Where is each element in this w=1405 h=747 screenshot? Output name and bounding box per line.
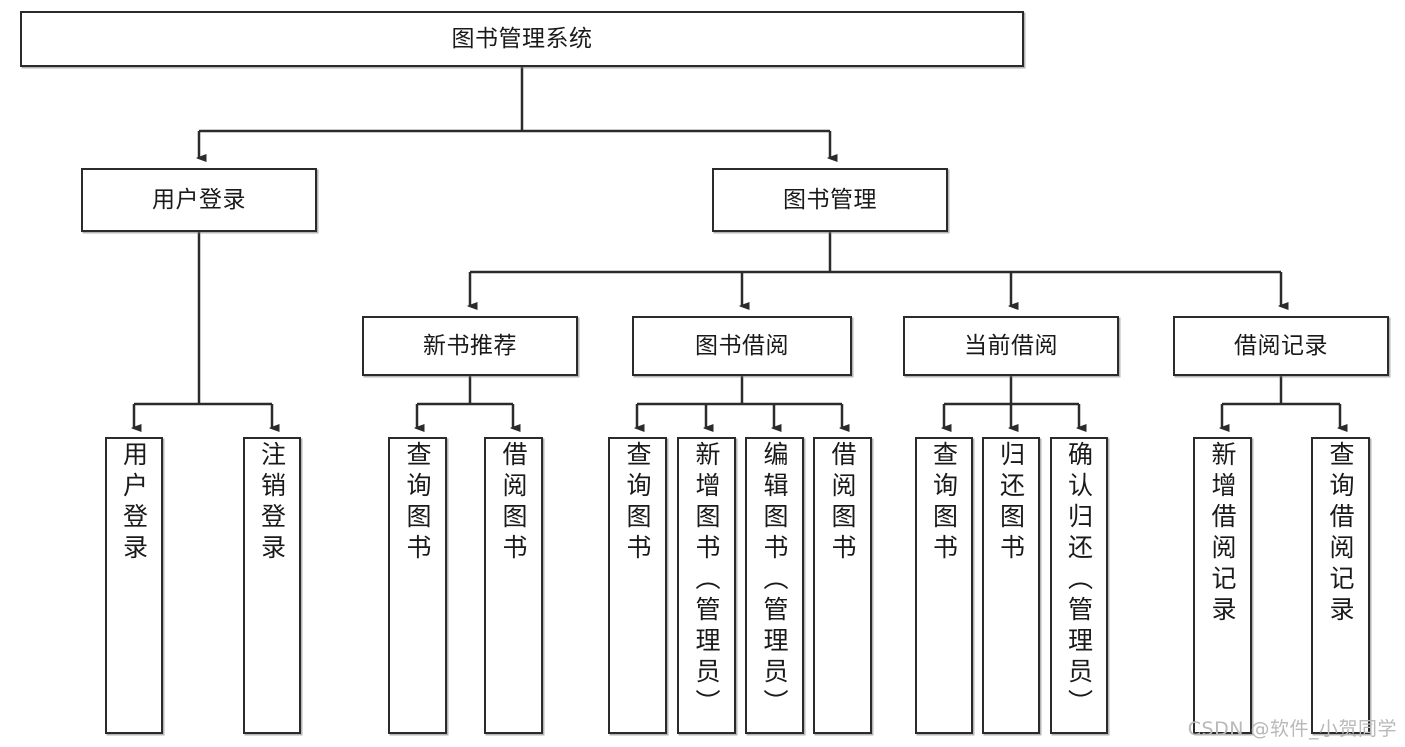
node-label: 图书借阅 bbox=[695, 332, 789, 359]
leaf-add-book-admin[interactable]: 新增图书（管理员） bbox=[677, 437, 736, 734]
node-borrowing-records[interactable]: 借阅记录 bbox=[1173, 316, 1389, 376]
node-label: 图书管理 bbox=[783, 186, 877, 213]
leaf-return-book[interactable]: 归还图书 bbox=[982, 437, 1040, 734]
node-new-book-recommendation[interactable]: 新书推荐 bbox=[362, 316, 578, 376]
edges-book-manage-to-level3 bbox=[470, 232, 1281, 306]
node-label: 归还图书 bbox=[996, 441, 1026, 565]
node-label: 新书推荐 bbox=[423, 332, 517, 359]
node-label: 查询借阅记录 bbox=[1326, 441, 1355, 627]
leaf-edit-book-admin[interactable]: 编辑图书（管理员） bbox=[745, 437, 804, 734]
leaf-query-borrowing-record[interactable]: 查询借阅记录 bbox=[1311, 437, 1370, 734]
csdn-watermark: CSDN @软件_小贺同学 bbox=[1187, 718, 1397, 740]
node-label: 查询图书 bbox=[929, 441, 959, 565]
node-label: 确认归还（管理员） bbox=[1064, 441, 1094, 720]
edges-new-book-rec-to-leaves bbox=[417, 376, 513, 428]
node-label: 查询图书 bbox=[623, 441, 652, 565]
leaf-borrow-book-recommendation[interactable]: 借阅图书 bbox=[484, 437, 543, 734]
node-label: 查询图书 bbox=[403, 441, 432, 565]
leaf-borrow-book[interactable]: 借阅图书 bbox=[813, 437, 872, 734]
leaf-add-borrowing-record[interactable]: 新增借阅记录 bbox=[1193, 437, 1252, 734]
edges-root-to-level2 bbox=[199, 67, 830, 158]
node-user-login[interactable]: 用户登录 bbox=[81, 168, 317, 232]
node-label: 新增借阅记录 bbox=[1208, 441, 1237, 627]
edges-current-borrow-to-leaves bbox=[944, 376, 1079, 428]
edges-user-login-to-leaves bbox=[134, 232, 272, 428]
leaf-query-book-recommendation[interactable]: 查询图书 bbox=[388, 437, 447, 734]
leaf-query-book-borrowing[interactable]: 查询图书 bbox=[608, 437, 667, 734]
node-label: 编辑图书（管理员） bbox=[760, 441, 789, 720]
leaf-logout-login[interactable]: 注销登录 bbox=[243, 437, 301, 734]
node-label: 借阅图书 bbox=[828, 441, 857, 565]
node-label: 借阅记录 bbox=[1234, 332, 1328, 359]
leaf-confirm-return-admin[interactable]: 确认归还（管理员） bbox=[1050, 437, 1108, 734]
leaf-user-login[interactable]: 用户登录 bbox=[105, 437, 163, 734]
node-label: 图书管理系统 bbox=[451, 25, 593, 52]
edges-borrow-record-to-leaves bbox=[1222, 376, 1340, 428]
edges-book-borrow-to-leaves bbox=[637, 376, 842, 428]
node-current-borrowing[interactable]: 当前借阅 bbox=[903, 316, 1119, 376]
node-label: 借阅图书 bbox=[499, 441, 528, 565]
node-book-management[interactable]: 图书管理 bbox=[712, 168, 948, 232]
node-label: 当前借阅 bbox=[964, 332, 1058, 359]
node-root-system[interactable]: 图书管理系统 bbox=[20, 11, 1024, 67]
leaf-query-book-current[interactable]: 查询图书 bbox=[915, 437, 973, 734]
node-label: 新增图书（管理员） bbox=[692, 441, 721, 720]
node-label: 用户登录 bbox=[119, 441, 149, 565]
node-label: 注销登录 bbox=[257, 441, 287, 565]
node-book-borrowing[interactable]: 图书借阅 bbox=[632, 316, 852, 376]
node-label: 用户登录 bbox=[152, 186, 246, 213]
